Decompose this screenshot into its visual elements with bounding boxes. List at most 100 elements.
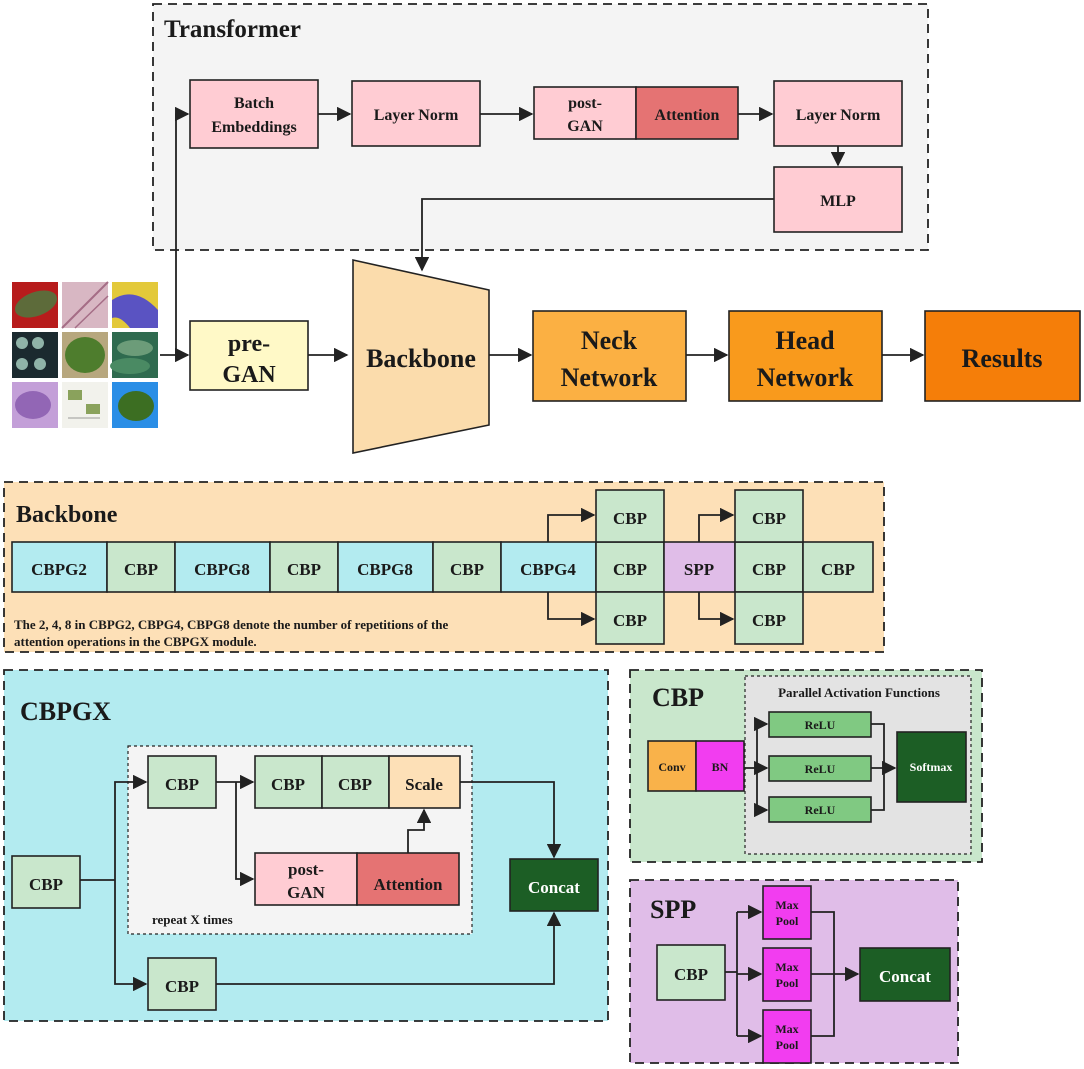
chain-cbpg2-box [11,541,108,593]
backbone-note-line-1: The 2, 4, 8 in CBPG2, CBPG4, CBPG8 denot… [14,617,449,632]
chain-cbp-6-label: CBP [821,560,855,579]
spp-concat-label: Concat [879,967,931,986]
cbpgx-post-gan-label-1: post- [288,860,324,879]
head-network-label-1: Head [775,326,835,355]
chain-cbp-5-label: CBP [752,560,786,579]
cbpgx-cbp-a-label: CBP [271,775,305,794]
arrow-spp-to-branch-bottom [698,592,735,627]
thumbnail-leaf-violet [12,382,58,428]
arrow-cbpg4-to-branch-bottom [547,592,596,627]
cbpgx-loop-cbp-box [147,755,217,809]
backbone-label: Backbone [366,344,476,373]
chain-spp-label: SPP [684,560,714,579]
batch-embeddings-label-2: Embeddings [211,119,296,136]
chain-cbpg8-2-label: CBPG8 [357,560,413,579]
spp-input-label: CBP [674,965,708,984]
transformer-post-gan-box [533,86,637,140]
branch-top-1-box [595,489,665,543]
arrow-bottom-to-concat [216,911,562,985]
mlp-label: MLP [820,193,856,210]
max-pool-3-label-1: Max [775,1022,798,1036]
cbpgx-scale-label: Scale [405,775,443,794]
cbpgx-scale-box [388,755,461,809]
thumbnail-leaf-yellow-blue [112,282,158,328]
cbp-panel-title: CBP [652,683,704,712]
branch-bottom-2-box [734,591,804,645]
relu-1-label: ReLU [805,718,836,732]
chain-cbp-5-box [734,541,804,593]
chain-cbp-2-box [269,541,339,593]
chain-cbp-1-label: CBP [124,560,158,579]
cbpgx-post-gan-box [254,852,358,906]
arrow-spp-to-branch-top [698,507,735,542]
max-pool-1-box [762,885,812,940]
chain-cbpg2-label: CBPG2 [31,560,87,579]
relu-2-label: ReLU [805,762,836,776]
cbpgx-cbp-b-label: CBP [338,775,372,794]
thumbnail-leaf-field [110,332,158,378]
arrow-scale-to-concat [460,781,562,859]
chain-cbpg8-1-label: CBPG8 [194,560,250,579]
head-network-box [728,310,883,402]
arrow-cbpg4-to-branch-top [547,507,596,542]
transformer-title: Transformer [164,16,301,43]
cbp-bn-box [695,740,745,792]
chain-cbpg8-1-box [174,541,271,593]
cbpgx-panel-title: CBPGX [20,697,111,726]
cbp-conv-label: Conv [658,760,685,774]
spp-concat-box [859,947,951,1002]
layer-norm-2-label: Layer Norm [796,107,881,124]
branch-bottom-1-box [595,591,665,645]
transformer-attention-label: Attention [655,107,720,124]
chain-cbpg4-box [500,541,597,593]
cbpgx-concat-label: Concat [528,878,580,897]
backbone-trapezoid [352,259,490,454]
cbp-conv-box [647,740,697,792]
softmax-box [896,731,967,803]
batch-embeddings-box [189,79,319,149]
backbone-note-line-2: attention operations in the CBPGX module… [14,634,257,649]
max-pool-3-label-2: Pool [776,1038,799,1052]
neck-network-label-2: Network [561,363,658,392]
cbp-bn-label: BN [712,760,729,774]
max-pool-1-label-2: Pool [776,914,799,928]
arrow-mlp-to-backbone [414,198,774,272]
input-images [12,281,158,428]
backbone-panel-title: Backbone [16,502,118,528]
spp-panel-title: SPP [650,895,696,924]
chain-cbp-6-box [802,541,874,593]
branch-top-2-label: CBP [752,509,786,528]
chain-cbp-4-label: CBP [613,560,647,579]
arrow-loop-to-post-gan [235,782,255,887]
max-pool-3-box [762,1009,812,1064]
pre-gan-label-1: pre- [228,331,270,357]
relu-3-box [768,796,872,823]
chain-cbp-3-label: CBP [450,560,484,579]
max-pool-1-label-1: Max [775,898,798,912]
cbpgx-cbp-b-box [321,755,390,809]
thumbnail-leaf-purple [61,281,109,329]
branch-top-2-box [734,489,804,543]
thumbnail-leaf-red [12,282,58,328]
softmax-label: Softmax [910,760,953,774]
neck-network-label-1: Neck [581,326,638,355]
thumbnail-leaf-dark-grid [12,332,58,378]
chain-spp-box [663,541,736,593]
layer-norm-1-label: Layer Norm [374,107,459,124]
branch-top-1-label: CBP [613,509,647,528]
transformer-post-gan-label-2: GAN [567,118,603,135]
cbpgx-attention-box [356,852,460,906]
thumbnail-leaf-document [62,382,108,428]
cbpgx-attention-label: Attention [374,875,443,894]
max-pool-2-box [762,947,812,1002]
cbpgx-input-label: CBP [29,875,63,894]
branch-bottom-2-label: CBP [752,611,786,630]
cbpgx-cbp-a-box [254,755,323,809]
arrow-input-to-transformer [175,106,190,355]
mlp-box [773,166,903,233]
cbpgx-repeat-label: repeat X times [152,912,233,927]
transformer-post-gan-label-1: post- [568,95,602,112]
cbpgx-post-gan-label-2: GAN [287,883,326,902]
thumbnail-leaf-blue-sky [112,382,158,428]
